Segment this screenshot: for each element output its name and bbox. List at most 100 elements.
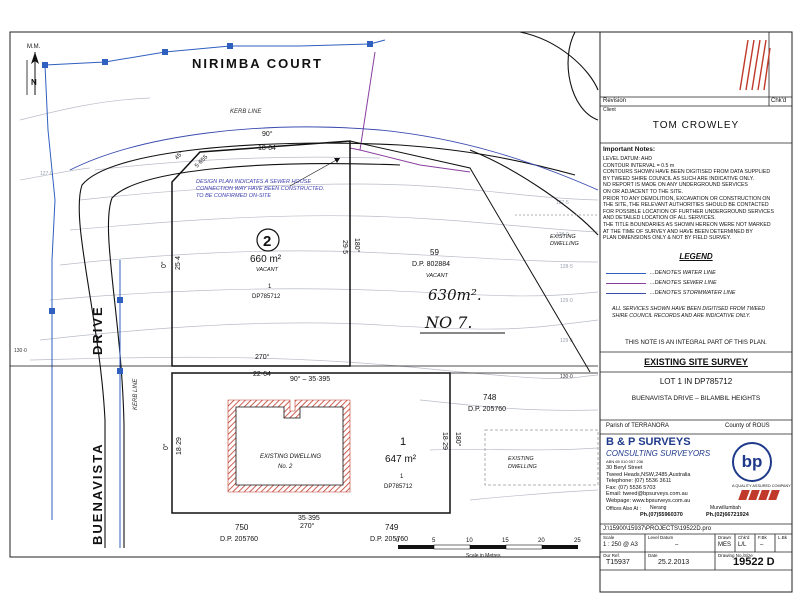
scale-bar-ticks: 0 5 10 15 20 25 [396, 538, 581, 544]
sewer-line-swatch [606, 282, 646, 284]
lot-2-number: 2 [263, 233, 271, 250]
lot-1-dist-bottom: 35·395 [298, 515, 320, 522]
hdr-date: Date [648, 553, 658, 558]
lot-1-bearing-right: 180° [454, 432, 462, 447]
note-line: AND DETAILED LOCATION OF ALL SERVICES. [603, 215, 716, 222]
site-address: BUENAVISTA DRIVE – BILAMBIL HEIGHTS [631, 395, 761, 402]
lot-2-dist-top: 18·64 [258, 145, 276, 152]
quality-caption: A QUALITY ASSURED COMPANY [732, 484, 791, 488]
lot-1-bearing-left: 0° [162, 443, 170, 450]
kerb-line-label-left: KERB LINE [133, 378, 139, 410]
val-fbk: – [760, 542, 764, 548]
client-label: Client [603, 107, 616, 113]
lot-2-bearing-bottom: 270° [255, 353, 270, 361]
lot-2-bearing-right: 180° [353, 238, 361, 253]
office-murwillumbah-phone: Ph.(02)66721924 [706, 512, 749, 518]
survey-title: EXISTING SITE SURVEY [644, 357, 748, 367]
firm-address-line: Webpage: www.bpsurveys.com.au [606, 497, 691, 504]
lot-1-area: 647 m² [385, 454, 417, 465]
quality-mark-icon [738, 490, 780, 500]
note-line: THE TITLE BOUNDARIES AS SHOWN HEREON WER… [603, 221, 771, 228]
legend-label: ...DENOTES SEWER LINE [650, 280, 717, 286]
val-drawing-no: 19522 D [733, 556, 775, 568]
street-name-nirimba-court: NIRIMBA COURT [192, 56, 323, 71]
contour-lines [19, 97, 599, 501]
contour-label: 129·5 [560, 338, 573, 344]
lot-2-dp: DP785712 [252, 294, 281, 300]
lot-2-bearing-top: 90° [262, 130, 273, 138]
lot-1-dist-left: 18·29 [176, 437, 183, 455]
legend-label: ...DENOTES WATER LINE [650, 270, 716, 276]
legend-list: ...DENOTES WATER LINE ...DENOTES SEWER L… [606, 268, 736, 298]
revision-label: Revision [603, 98, 627, 104]
design-note-line: TO BE CONFIRMED ON-SITE [196, 193, 271, 199]
existing-dwelling-inner [235, 406, 344, 486]
services-note-line: SHIRE COUNCIL RECORDS AND ARE INDICATIVE… [612, 312, 751, 319]
contour-labels: 130·0 130·0 129·5 129·0 128·5 128·0 127·… [14, 171, 573, 380]
val-our-ref: T15937 [606, 559, 630, 566]
val-level-datum: – [675, 542, 679, 548]
neighbour-dwelling-east: EXISTING DWELLING [515, 214, 598, 247]
hdr-our-ref: Our Ref. [603, 553, 621, 558]
note-line: THE SITE, THE RELEVANT AUTHORITIES SHOUL… [603, 202, 769, 209]
contour-label: 127·0 [40, 171, 53, 177]
firm-address-line: Tweed Heads,NSW,2485,Australia [606, 471, 691, 478]
hdr-scale: Scale [603, 535, 615, 540]
hdr-lbk: L.Bk [778, 535, 788, 540]
design-note-line: DESIGN PLAN INDICATES A SEWER HOUSE [196, 179, 311, 185]
lot-59-labels: 59 D.P. 802884 VACANT 630m². NO 7. [412, 248, 505, 334]
legend-item-stormwater: ...DENOTES STORMWATER LINE [606, 288, 736, 298]
val-chkd: L/L [738, 542, 747, 548]
existing-dwelling-no: No. 2 [278, 464, 293, 470]
kerb-line-label-top: KERB LINE [230, 109, 262, 115]
parish: Parish of TERRANORA [606, 423, 669, 429]
contour-label: 127·5 [556, 200, 569, 206]
note-line: PRIOR TO ANY DEMOLITION, EXCAVATION OR C… [603, 195, 771, 202]
contour-label: 128·0 [556, 232, 569, 238]
lot-1-labels: 90° – 35·395 0° 18·29 180° 18·29 270° 35… [162, 375, 462, 530]
lot-2-bearing-left: 0° [160, 261, 168, 268]
approval-stamp-icon [739, 39, 771, 91]
north-letter: N [31, 78, 37, 87]
note-line: LEVEL DATUM: AHD [603, 156, 653, 162]
firm-address: 30 Beryl Street Tweed Heads,NSW,2485,Aus… [606, 465, 690, 505]
scale-tick: 5 [432, 538, 436, 544]
contour-label: 130·0 [14, 348, 27, 354]
scale-bar-caption: Scale in Metres [466, 553, 501, 559]
hdr-fbk: F.Bk [758, 535, 767, 540]
lot-2-dist-bottom: 22·64 [253, 371, 271, 378]
lot-2-dist-left: 25·4 [175, 256, 182, 270]
firm-subtitle: CONSULTING SURVEYORS [606, 449, 711, 458]
svg-text:EXISTING: EXISTING [550, 234, 576, 240]
scale-tick: 10 [466, 538, 473, 544]
scale-tick: 25 [574, 538, 581, 544]
sewer-line [349, 51, 471, 173]
lot-748-number: 748 [483, 393, 497, 402]
neighbour-dwelling-south-east: EXISTING DWELLING [484, 429, 599, 486]
lot-749-number: 749 [385, 523, 399, 532]
lot-59-dp: D.P. 802884 [412, 261, 450, 268]
lot-1-boundary [171, 372, 451, 514]
legend-title: LEGEND [679, 252, 713, 261]
scale-tick: 15 [502, 538, 509, 544]
lot-750-number: 750 [235, 523, 249, 532]
note-line: BY TWEED SHIRE COUNCIL AS SUCH ARE INDIC… [603, 175, 754, 182]
office-nerang-phone: Ph.(07)55960370 [640, 512, 683, 518]
lot-2-status: VACANT [256, 267, 279, 273]
adjoining-lot-labels: 748 D.P. 205760 750 D.P. 205760 749 D.P.… [220, 393, 506, 543]
design-note-callout [289, 157, 341, 187]
lot-749-dp: D.P. 205760 [370, 536, 408, 543]
note-line: CONTOURS SHOWN HAVE BEEN DIGITISED FROM … [603, 169, 771, 176]
north-label: M.M. [27, 44, 41, 50]
chkd-label: Chk'd [771, 98, 787, 104]
street-name-buenavista: BUENAVISTA [90, 442, 105, 545]
title-block-grid [600, 32, 792, 571]
water-line-swatch [606, 272, 646, 274]
notes-list: LEVEL DATUM: AHD CONTOUR INTERVAL = 0.5 … [603, 156, 774, 242]
lot-59-number: 59 [430, 248, 439, 257]
company-logo-icon: bp [732, 442, 772, 482]
firm-address-line: 30 Beryl Street [606, 465, 643, 471]
lot-1-bearing-top: 90° – 35·395 [290, 375, 330, 383]
firm-name: B & P SURVEYS [606, 436, 691, 448]
